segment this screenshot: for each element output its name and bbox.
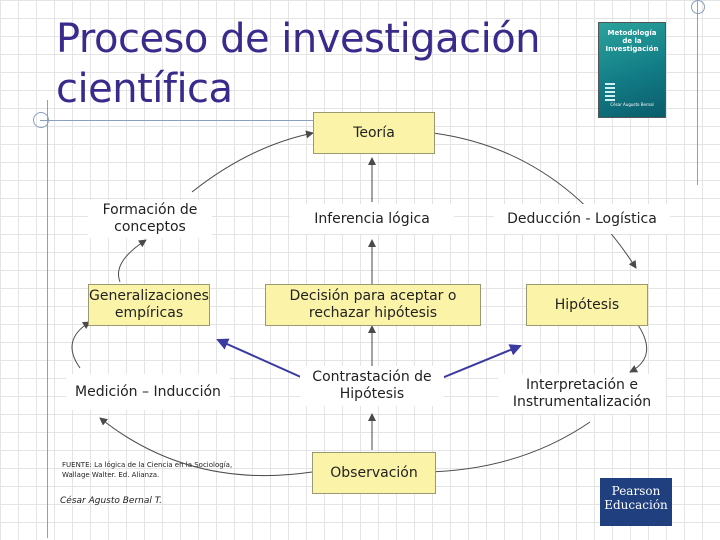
book-cover-title: Metodología de la Investigación: [605, 29, 659, 53]
publisher-logo: Pearson Educación: [600, 478, 672, 526]
node-hipotesis: Hipótesis: [526, 284, 648, 326]
node-decision-hipotesis: Decisión para aceptar o rechazar hipótes…: [265, 284, 481, 326]
arc-observacion-to-medicion: [99, 417, 313, 477]
arc-formacion-to-teoria: [191, 130, 314, 193]
decorative-line: [40, 120, 380, 121]
arc-medicion-to-generalizaciones: [71, 321, 91, 369]
page-title: Proceso de investigación científica: [56, 16, 541, 112]
arrow-contrastacion-to-generalizaciones: [216, 338, 313, 383]
node-contrastacion-hipotesis: Contrastación de Hipótesis: [300, 366, 444, 406]
arc-hipotesis-to-interpretacion: [629, 321, 648, 373]
arrow-contrastacion-to-hipotesis: [431, 344, 522, 383]
decorative-ring: [33, 112, 49, 128]
source-note: FUENTE: La lógica de la Ciencia en la So…: [62, 461, 233, 479]
book-cover-author: César Augusto Bernal: [610, 102, 654, 107]
arc-generalizaciones-to-formacion: [118, 239, 147, 283]
publisher-logo-line-2: Educación: [604, 498, 668, 512]
book-cover-decoration: [605, 83, 615, 101]
node-deduccion-logistica: Deducción - Logística: [494, 204, 670, 234]
author-credit: César Agusto Bernal T.: [60, 496, 163, 506]
node-formacion-de-conceptos: Formación de conceptos: [88, 200, 212, 238]
node-observacion: Observación: [312, 452, 436, 494]
node-inferencia-logica: Inferencia lógica: [290, 204, 454, 234]
decorative-ring: [691, 0, 705, 14]
arc-interpretacion-to-observacion: [425, 421, 591, 476]
book-cover-image: Metodología de la Investigación César Au…: [598, 22, 666, 118]
node-interpretacion-instrumentalizacion: Interpretación e Instrumentalización: [498, 374, 666, 414]
decorative-line: [47, 100, 48, 538]
node-teoria: Teoría: [313, 112, 435, 154]
decorative-line: [697, 0, 698, 185]
arc-teoria-to-deduccion: [432, 132, 637, 269]
node-medicion-induccion: Medición – Inducción: [66, 374, 230, 410]
node-generalizaciones-empiricas: Generalizaciones empíricas: [88, 284, 210, 326]
publisher-logo-line-1: Pearson: [611, 484, 661, 498]
